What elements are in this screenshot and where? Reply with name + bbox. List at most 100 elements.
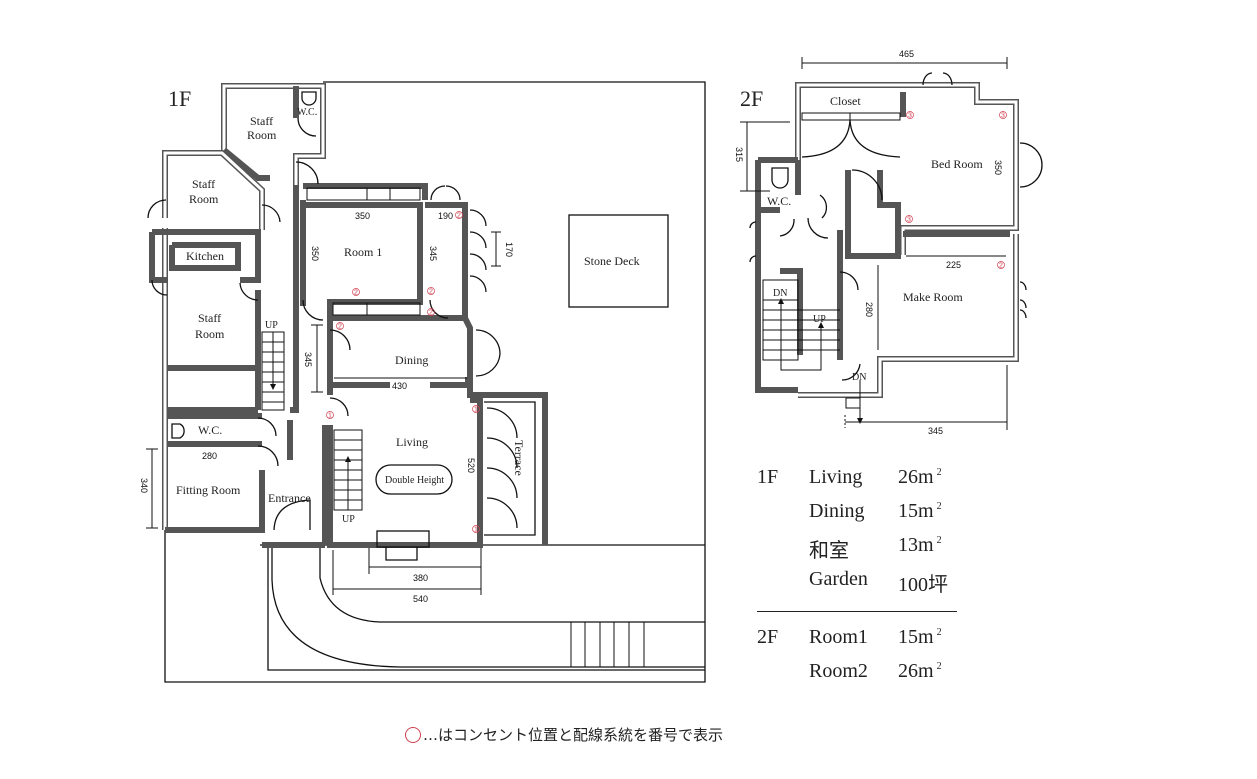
dim-bottom-width: 345 [928, 426, 943, 436]
outlet-marker: 1 [326, 411, 334, 420]
wc-label: W.C. [198, 423, 222, 437]
dim-room1-width: 350 [355, 211, 370, 221]
staff-room-top-label-2: Room [247, 128, 277, 142]
svg-text:2: 2 [429, 310, 433, 317]
living-label: Living [396, 435, 428, 449]
svg-text:2: 2 [999, 263, 1003, 270]
driveway-outer [267, 545, 705, 671]
legend-text: …はコンセント位置と配線系統を番号で表示 [423, 726, 724, 744]
area-room: 和室 [809, 540, 849, 562]
staff-room-mid-label-2: Room [189, 192, 219, 206]
floor1-label: 1F [168, 86, 191, 111]
wardrobe-bottom [332, 302, 421, 316]
stairs-up-label-2f: UP [813, 314, 826, 325]
dim-fitting-depth: 340 [139, 478, 149, 493]
stairs-dn-label: DN [773, 288, 787, 299]
dining-label: Dining [395, 353, 428, 367]
double-height-void [375, 464, 453, 495]
site-boundary [164, 81, 706, 683]
dim-make-depth: 280 [864, 302, 874, 317]
outlet-marker: 2 [997, 261, 1005, 270]
terrace-label: Terrace [512, 440, 526, 476]
area-number: 15m [898, 626, 934, 648]
porch [376, 530, 430, 548]
floor1-walls [149, 83, 548, 548]
floor2-walls [755, 82, 1019, 398]
svg-text:3: 3 [1001, 113, 1005, 120]
dimensions-1f: 350 350 190 345 170 345 430 520 280 340 … [139, 211, 514, 604]
stone-deck-label: Stone Deck [584, 254, 640, 268]
closet-rail [801, 112, 901, 121]
floor2-label: 2F [740, 86, 763, 111]
staff-room-low-label: Staff [198, 311, 221, 325]
toilet-icon-top [301, 91, 317, 106]
floor1-plan: 1F Stone Deck [139, 81, 706, 683]
toilet-icon [171, 423, 185, 439]
double-height-label: Double Height [385, 475, 444, 486]
area-unit-sup: 2 [936, 661, 942, 673]
area-unit-sup: 2 [936, 535, 942, 547]
dim-front-width: 540 [413, 594, 428, 604]
svg-text:1: 1 [328, 413, 332, 420]
toilet-icon-2f [771, 167, 789, 189]
front-steps [570, 622, 645, 667]
stairs-1f-b [333, 429, 363, 511]
outlet-circle-icon [405, 726, 421, 743]
area-number: 26m [898, 660, 934, 682]
dim-wc-depth: 315 [734, 147, 744, 162]
dim-wc-width: 280 [202, 451, 217, 461]
outlet-marker: 2 [352, 288, 360, 297]
area-floor: 2F [757, 626, 779, 648]
outlet-marker: 2 [427, 287, 435, 296]
outlets-1f: 2 2 2 2 2 1 1 1 [326, 211, 480, 534]
area-room: Garden [809, 568, 868, 590]
outlet-marker: 2 [427, 308, 435, 317]
dim-dining-width: 430 [392, 381, 407, 391]
area-number: 26m [898, 466, 934, 488]
outlets-2f: 3 3 3 2 [905, 111, 1007, 270]
stairs-2f [762, 279, 863, 424]
outlet-marker: 2 [455, 211, 463, 220]
area-room: Living [809, 466, 863, 488]
staff-room-low-label-2: Room [195, 327, 225, 341]
stairs-up-label-2: UP [342, 514, 355, 525]
wardrobe-top [306, 187, 421, 201]
area-floor: 1F [757, 466, 779, 488]
area-unit-sup: 2 [936, 467, 942, 479]
svg-text:1: 1 [474, 407, 478, 414]
wc-2f-label: W.C. [767, 194, 791, 208]
svg-text:3: 3 [908, 113, 912, 120]
stairs-dn-label-2: DN [852, 372, 866, 383]
bed-room-label: Bed Room [931, 157, 983, 171]
closet-doors [801, 119, 901, 158]
closet-label: Closet [830, 94, 861, 108]
driveway-curve-outer [271, 548, 705, 668]
area-room: Room1 [809, 626, 868, 648]
svg-text:2: 2 [338, 324, 342, 331]
area-number: 13m [898, 534, 934, 556]
svg-text:3: 3 [907, 217, 911, 224]
make-room-label: Make Room [903, 290, 963, 304]
dim-window-width: 170 [504, 242, 514, 257]
outlet-marker: 3 [905, 215, 913, 224]
kitchen-label: Kitchen [186, 249, 224, 263]
doors-1f [147, 117, 518, 531]
svg-text:2: 2 [457, 213, 461, 220]
dim-total-width: 465 [899, 49, 914, 59]
area-row: Garden 100坪 [757, 568, 967, 602]
dim-hall-depth: 345 [428, 246, 438, 261]
room1-label: Room 1 [344, 245, 382, 259]
stairs-1f-a [261, 331, 285, 411]
wc-top-label: W.C. [297, 107, 317, 118]
area-room: Dining [809, 500, 865, 522]
dim-room1-depth: 350 [310, 246, 320, 261]
staff-room-mid-label: Staff [192, 177, 215, 191]
